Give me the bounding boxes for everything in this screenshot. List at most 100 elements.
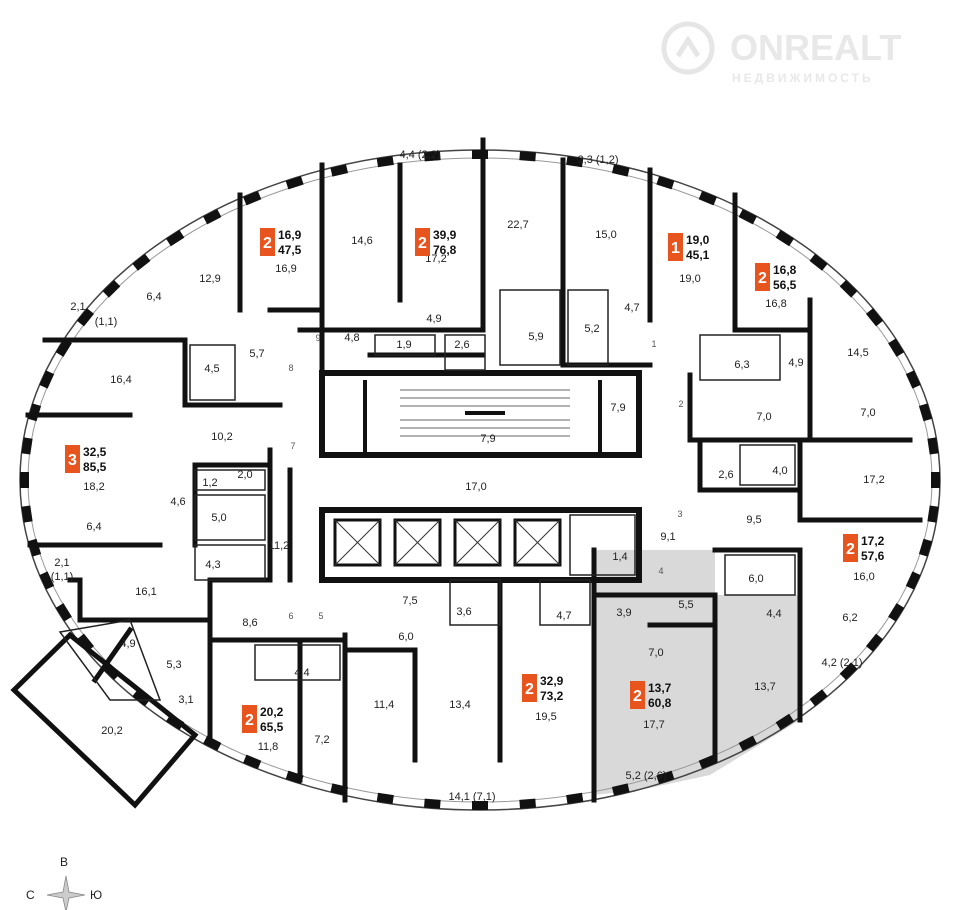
room-area-label: 6,0 — [748, 573, 763, 585]
partition-lines — [58, 289, 796, 701]
facade-pillar — [243, 754, 262, 770]
rooms-count-box — [415, 228, 430, 256]
facade-pillar — [472, 801, 488, 810]
room-area-label: 5,2 — [584, 323, 599, 335]
total-area: 45,1 — [686, 248, 710, 262]
room-area-label: 19,0 — [679, 273, 700, 285]
facade-pillar — [839, 662, 858, 681]
facade-pillar — [76, 633, 95, 652]
facade-pillar — [76, 308, 95, 327]
facade-pillar — [55, 603, 72, 622]
watermark-logo: ONREALT НЕДВИЖИМОСТЬ — [661, 21, 901, 85]
door-number: 2 — [678, 399, 683, 409]
room-area-label: 7,0 — [756, 411, 771, 423]
rooms-count-box — [522, 674, 537, 702]
living-area: 16,8 — [773, 263, 797, 277]
total-area: 76,8 — [433, 243, 457, 257]
facade-pillar — [931, 472, 940, 488]
highlighted-apartment — [594, 550, 800, 795]
living-area: 20,2 — [260, 705, 284, 719]
room-area-label: 16,1 — [135, 586, 156, 598]
rooms-count: 2 — [418, 235, 427, 252]
room-area-label: 5,9 — [528, 331, 543, 343]
facade-pillar — [775, 713, 794, 730]
room-area-label: 8,6 — [242, 617, 257, 629]
room-area-label: 19,5 — [535, 711, 556, 723]
room-area-label: 6,3 — [734, 359, 749, 371]
facade-pillar — [21, 437, 33, 455]
total-area: 85,5 — [83, 460, 107, 474]
room-area-label: 4,0 — [772, 465, 787, 477]
room-area-label: 4,9 — [120, 638, 135, 650]
room-area-label: 1,4 — [612, 551, 627, 563]
living-area: 19,0 — [686, 233, 710, 247]
room-area-label: 4,9 — [426, 313, 441, 325]
room-area-label: 14,5 — [847, 347, 868, 359]
room-area-label: 4,4 — [294, 667, 309, 679]
room-area-label: 7,9 — [480, 433, 495, 445]
room-area-label: 16,8 — [765, 298, 786, 310]
facade-pillar — [656, 770, 675, 785]
room-area-label: 9,5 — [746, 514, 761, 526]
watermark-brand: ONREALT — [730, 27, 901, 68]
room-area-label: 4,7 — [556, 610, 571, 622]
room-area-label: 17,7 — [643, 719, 664, 731]
facade-pillar — [519, 151, 536, 162]
facade-pillar — [376, 792, 394, 805]
facade-pillar — [472, 150, 488, 159]
room-area-label: 4,8 — [344, 332, 359, 344]
living-area: 32,5 — [83, 445, 107, 459]
total-area: 60,8 — [648, 696, 672, 710]
facade-pillar — [611, 783, 630, 796]
room-area-label: 5,0 — [211, 512, 226, 524]
rooms-count: 2 — [245, 712, 254, 729]
room-area-label: 7,5 — [402, 595, 417, 607]
room-area-label: 17,0 — [465, 481, 486, 493]
facade-pillar — [376, 155, 394, 168]
room-area-label: 1,9 — [396, 339, 411, 351]
room-area-label: 4,4 (2,2) — [400, 149, 441, 161]
rooms-count: 2 — [633, 688, 642, 705]
facade-pillar — [809, 253, 828, 271]
facade-pillar — [27, 538, 42, 557]
room-area-label: 9,1 — [660, 531, 675, 543]
apartment-badge[interactable]: 2 20,265,5 — [242, 705, 284, 734]
facade-pillar — [611, 164, 630, 177]
facade-pillar — [519, 798, 536, 809]
facade-pillar — [166, 230, 185, 247]
room-area-label: 7,2 — [314, 734, 329, 746]
room-area-label: 4,3 — [205, 559, 220, 571]
room-area-label: 1,2 — [202, 477, 217, 489]
room-area-label: 4,9 — [788, 357, 803, 369]
rooms-count-box — [242, 705, 257, 733]
facade-pillar — [698, 190, 717, 206]
rooms-count-box — [668, 233, 683, 261]
facade-pillar — [243, 190, 262, 206]
room-area-label: 6,2 — [842, 612, 857, 624]
room-area-label: 12,9 — [199, 273, 220, 285]
door-number: 7 — [290, 441, 295, 451]
total-area: 56,5 — [773, 278, 797, 292]
facade-pillar — [905, 370, 921, 389]
room-area-label: 15,0 — [595, 229, 616, 241]
total-area: 65,5 — [260, 720, 284, 734]
rooms-count-box — [843, 534, 858, 562]
facade-pillar — [656, 175, 675, 190]
door-number: 1 — [651, 339, 656, 349]
room-area-label: 11,2 — [269, 540, 290, 552]
room-area-label: 6,0 — [398, 631, 413, 643]
room-area-label: 17,2 — [863, 474, 884, 486]
room-area-label: 4,4 — [766, 608, 781, 620]
facade-pillar — [20, 472, 29, 488]
facade-pillar — [132, 689, 151, 707]
rooms-count-box — [65, 445, 80, 473]
